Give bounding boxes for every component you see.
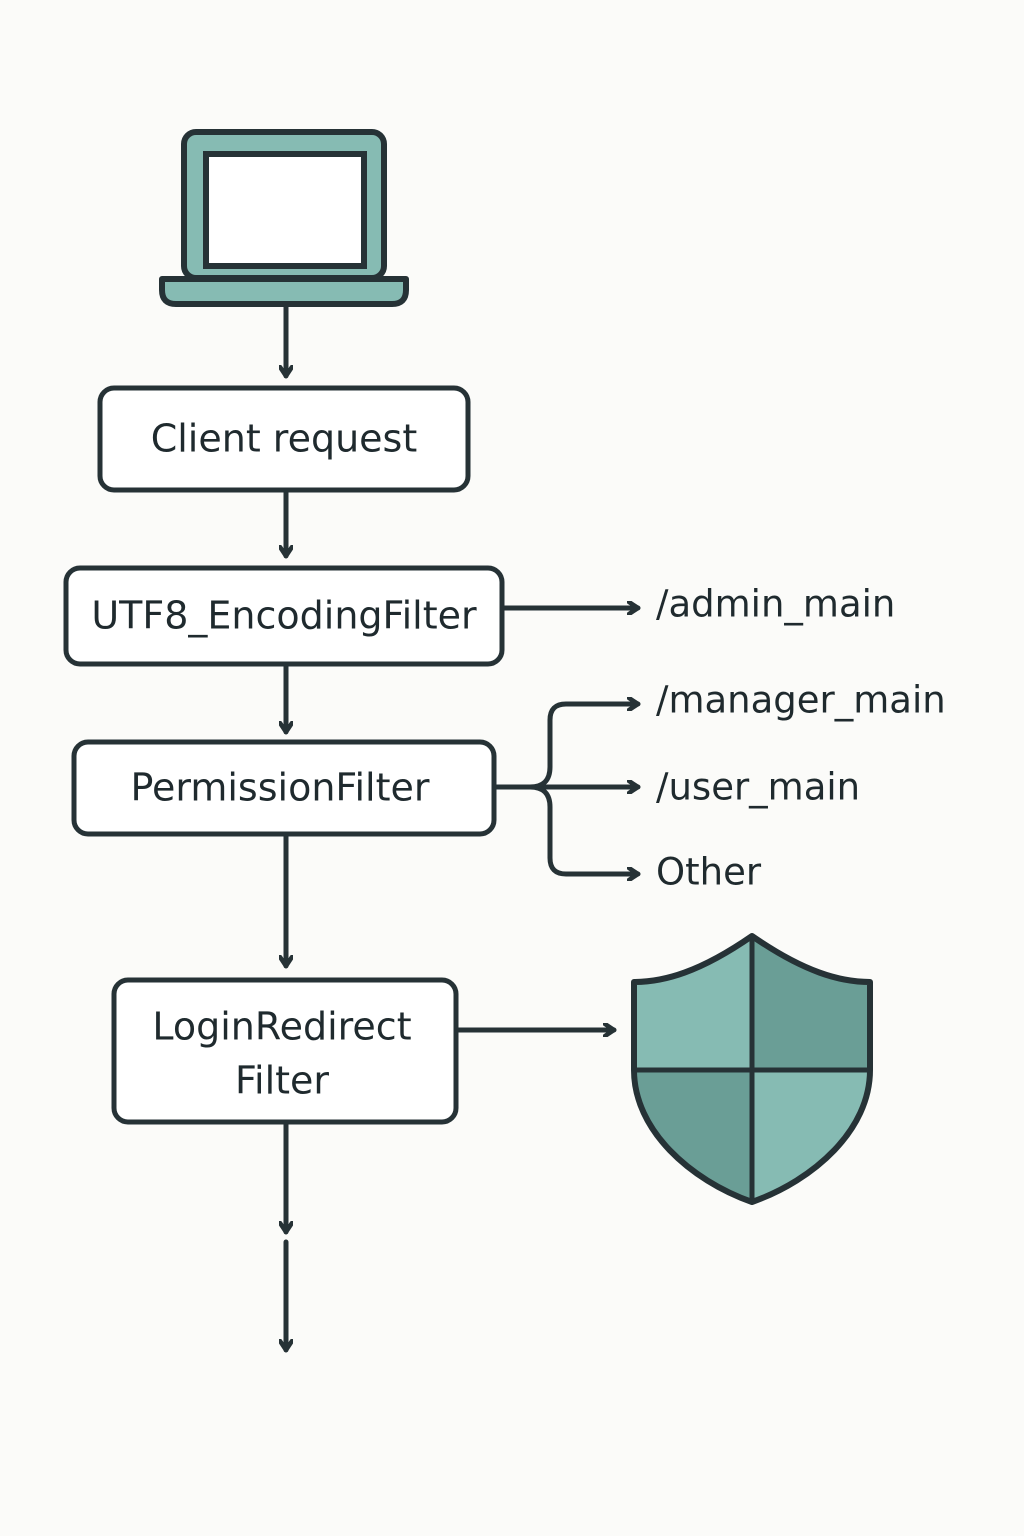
login-redirect-filter-label-line1: LoginRedirect xyxy=(152,1005,411,1049)
login-redirect-filter-label-line2: Filter xyxy=(235,1059,329,1103)
client-request-node: Client request xyxy=(97,385,471,493)
route-user-main: /user_main xyxy=(656,766,860,809)
permission-filter-node: PermissionFilter xyxy=(71,739,497,837)
laptop-icon xyxy=(159,129,409,307)
arrow-to-manager-main xyxy=(527,704,641,790)
login-redirect-filter-node: LoginRedirect Filter xyxy=(111,977,459,1125)
route-other: Other xyxy=(656,851,762,894)
utf8-encoding-filter-node: UTF8_EncodingFilter xyxy=(63,565,505,667)
permission-branch-connector xyxy=(493,704,641,874)
route-admin-main: /admin_main xyxy=(656,583,895,626)
utf8-encoding-filter-label: UTF8_EncodingFilter xyxy=(91,594,477,638)
shield-icon xyxy=(631,933,873,1205)
client-request-label: Client request xyxy=(151,417,418,461)
route-manager-main: /manager_main xyxy=(656,679,946,722)
arrow-to-other xyxy=(527,784,641,874)
permission-filter-label: PermissionFilter xyxy=(130,766,429,810)
